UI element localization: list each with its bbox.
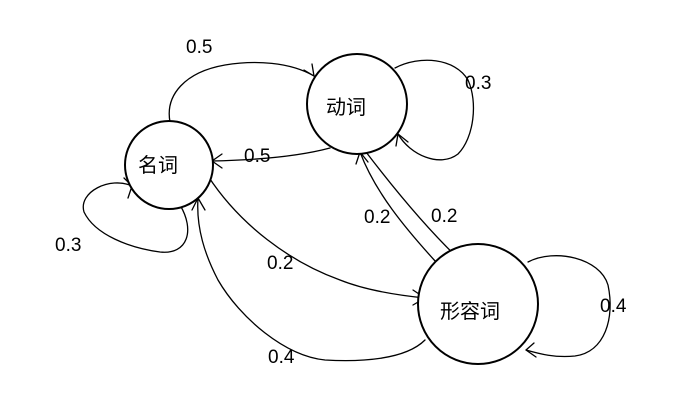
node-adjective: 形容词	[417, 243, 539, 365]
arrowhead-noun-to-verb	[303, 63, 315, 77]
label-adjective-to-verb: 0.2	[364, 207, 390, 228]
node-adjective-label: 形容词	[440, 299, 500, 323]
edge-verb-to-noun	[211, 147, 331, 162]
edge-noun-to-adjective	[207, 175, 426, 299]
edge-noun-to-verb	[168, 61, 315, 123]
node-noun: 名词	[124, 120, 214, 210]
label-noun-to-adjective: 0.2	[267, 253, 293, 274]
node-adjective-circle	[417, 243, 539, 365]
edge-verb-self-loop	[394, 59, 475, 161]
edge-adjective-to-noun	[197, 197, 426, 362]
edge-labels: 0.5 0.5 0.3 0.3 0.2 0.2 0.2 0.4 0.4	[55, 37, 627, 368]
edge-adjective-self-loop	[525, 255, 611, 358]
label-adjective-self-loop: 0.4	[600, 296, 627, 317]
edge-noun-self-loop	[82, 182, 189, 253]
edge-adjective-to-verb	[359, 151, 437, 263]
label-noun-to-verb: 0.5	[186, 37, 212, 58]
node-noun-label: 名词	[138, 153, 178, 177]
arrowhead-adjective-self-loop	[525, 342, 537, 358]
label-adjective-to-noun: 0.4	[268, 347, 295, 368]
label-noun-self-loop: 0.3	[55, 235, 81, 256]
label-verb-to-adjective: 0.2	[431, 206, 457, 227]
edges	[82, 59, 611, 362]
label-verb-self-loop: 0.3	[465, 73, 491, 94]
node-verb-circle	[306, 53, 408, 155]
label-verb-to-noun: 0.5	[244, 146, 270, 167]
node-verb: 动词	[306, 53, 408, 155]
node-noun-circle	[124, 120, 214, 210]
node-verb-label: 动词	[326, 95, 366, 119]
